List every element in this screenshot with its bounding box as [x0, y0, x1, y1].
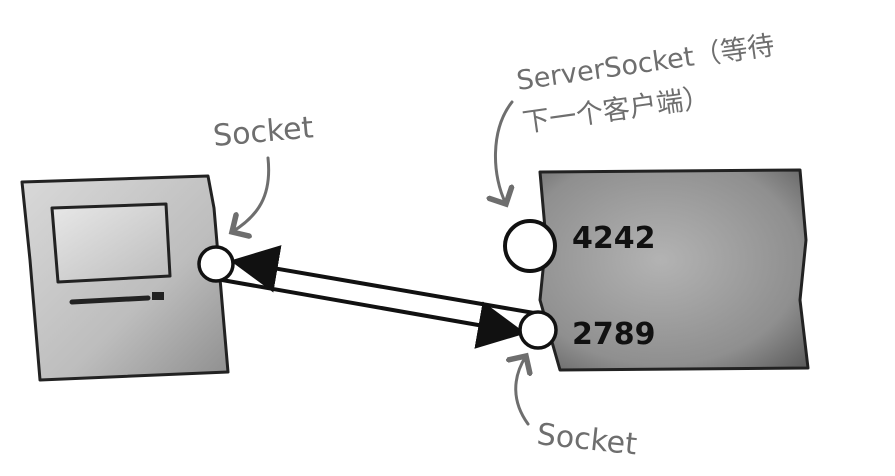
client-socket-circle — [197, 245, 235, 283]
client-computer-slot — [69, 295, 151, 305]
connection-arrows — [221, 245, 541, 349]
client-socket-pointer — [232, 156, 271, 232]
listen-port-label: 4242 — [572, 221, 656, 256]
server-socket-annotation-line1: ServerSocket（等待 — [515, 30, 777, 97]
server-client-socket-pointer — [516, 356, 528, 426]
client-socket-annotation: Socket — [212, 110, 315, 154]
server-client-socket-annotation: Socket — [535, 417, 639, 462]
arrow-server-to-client — [230, 245, 541, 316]
server-socket-2789-circle — [518, 310, 558, 350]
arrow-client-to-server — [221, 278, 526, 349]
server-socket-pointer — [495, 100, 512, 204]
server-socket-4242-circle — [503, 219, 557, 273]
client-computer-screen — [50, 202, 172, 284]
connection-port-label: 2789 — [572, 317, 656, 352]
client-computer — [20, 174, 230, 382]
client-computer-button — [152, 292, 164, 300]
